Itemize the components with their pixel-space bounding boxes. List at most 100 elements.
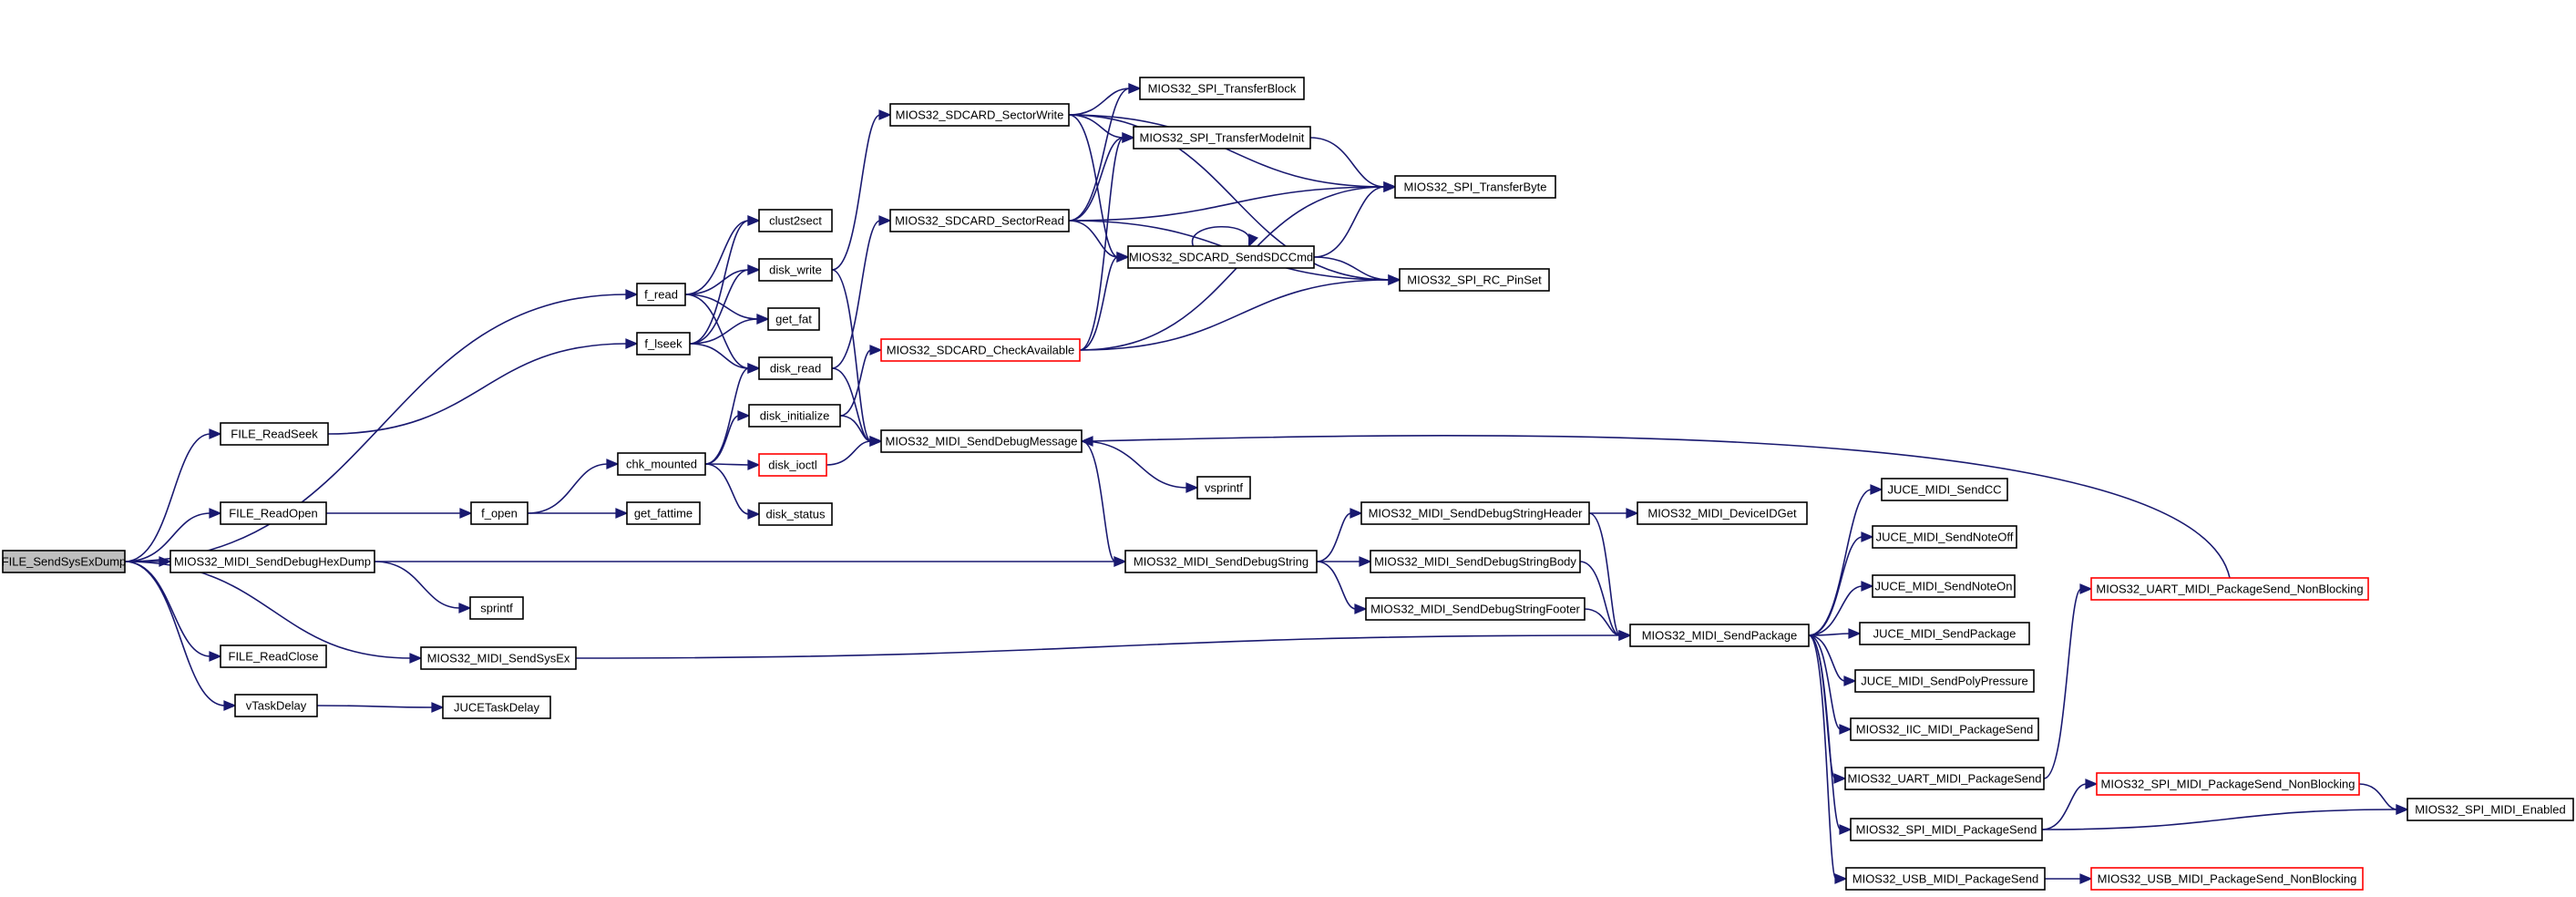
node-send-sysex-dump[interactable]: FILE_SendSysExDump <box>2 550 127 573</box>
edge-send-debug-string-to-debug-string-body <box>1316 556 1372 567</box>
edge-send-sysex-to-send-package <box>575 630 1632 659</box>
node-juce-send-noteon[interactable]: JUCE_MIDI_SendNoteOn <box>1872 574 2016 598</box>
node-clust2sect[interactable]: clust2sect <box>758 209 833 232</box>
node-spi-transfermodeinit-box <box>1133 126 1311 150</box>
node-spi-midi-enabled-box <box>2407 798 2574 821</box>
node-debug-string-body[interactable]: MIOS32_MIDI_SendDebugStringBody <box>1370 550 1581 573</box>
edge-read-open-to-f-open-arrowhead <box>459 508 473 519</box>
node-sdcard-sectorread-box <box>889 209 1070 232</box>
node-vsprintf-label: vsprintf <box>1205 481 1243 495</box>
node-vsprintf[interactable]: vsprintf <box>1196 476 1251 500</box>
node-f-read-box <box>636 283 686 306</box>
node-f-lseek[interactable]: f_lseek <box>636 332 691 356</box>
node-send-package[interactable]: MIOS32_MIDI_SendPackage <box>1629 624 1810 647</box>
edge-f-open-to-get-fattime <box>527 508 629 519</box>
edge-send-debug-message-to-vsprintf <box>1081 440 1199 493</box>
node-debug-string-body-label: MIOS32_MIDI_SendDebugStringBody <box>1374 555 1576 569</box>
node-clust2sect-box <box>758 209 833 232</box>
edge-send-package-to-juce-send-noteon-arrowhead <box>1861 581 1874 592</box>
node-uart-package-send-box <box>1844 767 2045 790</box>
node-read-seek[interactable]: FILE_ReadSeek <box>220 422 329 446</box>
edge-send-package-to-uart-package-send-line <box>1808 634 1836 779</box>
edge-send-package-to-juce-send-noteoff <box>1808 531 1874 636</box>
node-get-fattime[interactable]: get_fattime <box>626 501 701 525</box>
node-f-open[interactable]: f_open <box>470 501 529 525</box>
node-juce-send-package[interactable]: JUCE_MIDI_SendPackage <box>1859 622 2030 645</box>
edge-send-sysex-dump-to-vtask-delay-arrowhead <box>223 700 237 711</box>
node-disk-ioctl[interactable]: disk_ioctl <box>758 453 827 477</box>
node-spi-package-send-nb[interactable]: MIOS32_SPI_MIDI_PackageSend_NonBlocking <box>2096 772 2360 796</box>
edge-disk-initialize-to-sdcard-checkavailable-line <box>839 349 872 417</box>
node-spi-midi-enabled[interactable]: MIOS32_SPI_MIDI_Enabled <box>2407 798 2574 821</box>
node-send-debug-hexdump[interactable]: MIOS32_MIDI_SendDebugHexDump <box>169 550 375 573</box>
edge-send-sysex-dump-to-read-close <box>124 561 222 662</box>
edge-send-sysex-dump-to-read-close-arrowhead <box>209 651 222 662</box>
node-spi-transfermodeinit[interactable]: MIOS32_SPI_TransferModeInit <box>1133 126 1311 150</box>
node-disk-initialize[interactable]: disk_initialize <box>748 404 841 428</box>
node-juce-send-polypressure[interactable]: JUCE_MIDI_SendPolyPressure <box>1854 669 2035 693</box>
node-device-id-get[interactable]: MIOS32_MIDI_DeviceIDGet <box>1637 501 1808 525</box>
node-spi-package-send[interactable]: MIOS32_SPI_MIDI_PackageSend <box>1850 818 2043 841</box>
edge-send-sysex-dump-to-read-open <box>124 508 222 562</box>
node-read-seek-label: FILE_ReadSeek <box>231 428 318 441</box>
edge-send-sysex-dump-to-read-open-arrowhead <box>209 508 222 519</box>
edge-f-read-to-disk-read <box>684 294 761 374</box>
node-uart-package-send[interactable]: MIOS32_UART_MIDI_PackageSend <box>1844 767 2045 790</box>
edge-debug-string-footer-to-send-package-arrowhead <box>1618 630 1632 641</box>
node-iic-package-send[interactable]: MIOS32_IIC_MIDI_PackageSend <box>1850 717 2039 741</box>
node-debug-string-footer[interactable]: MIOS32_MIDI_SendDebugStringFooter <box>1365 597 1586 621</box>
node-uart-package-send-nb[interactable]: MIOS32_UART_MIDI_PackageSend_NonBlocking <box>2090 577 2369 601</box>
edge-send-debug-string-to-debug-string-footer <box>1316 561 1368 614</box>
edge-sdcard-sendsdccmd-to-sdcard-sendsdccmd <box>1191 225 1258 248</box>
node-usb-package-send-nb[interactable]: MIOS32_USB_MIDI_PackageSend_NonBlocking <box>2090 867 2364 891</box>
node-uart-package-send-nb-label: MIOS32_UART_MIDI_PackageSend_NonBlocking <box>2096 583 2363 596</box>
edge-send-package-to-juce-send-polypressure-arrowhead <box>1843 675 1857 686</box>
node-f-open-box <box>470 501 529 525</box>
node-usb-package-send[interactable]: MIOS32_USB_MIDI_PackageSend <box>1845 867 2046 891</box>
node-sdcard-sendsdccmd[interactable]: MIOS32_SDCARD_SendSDCCmd <box>1127 245 1315 269</box>
edge-sdcard-sendsdccmd-to-spi-transferbyte-line <box>1313 186 1386 258</box>
node-read-close[interactable]: FILE_ReadClose <box>220 644 327 668</box>
edge-f-lseek-to-disk-write <box>689 264 761 345</box>
node-read-open[interactable]: FILE_ReadOpen <box>220 501 327 525</box>
edge-chk-mounted-to-disk-read-line <box>704 367 750 465</box>
node-sdcard-sectorread[interactable]: MIOS32_SDCARD_SectorRead <box>889 209 1070 232</box>
node-spi-transferblock[interactable]: MIOS32_SPI_TransferBlock <box>1139 77 1305 100</box>
node-sdcard-checkavailable[interactable]: MIOS32_SDCARD_CheckAvailable <box>880 338 1081 362</box>
node-debug-string-header[interactable]: MIOS32_MIDI_SendDebugStringHeader <box>1360 501 1590 525</box>
node-juce-task-delay[interactable]: JUCETaskDelay <box>442 696 551 719</box>
nodes-layer: FILE_SendSysExDump FILE_ReadSeekFILE_Read… <box>2 77 2574 891</box>
node-juce-send-cc[interactable]: JUCE_MIDI_SendCC <box>1881 478 2008 501</box>
edge-chk-mounted-to-disk-read-arrowhead <box>747 363 761 374</box>
node-f-lseek-box <box>636 332 691 356</box>
node-disk-status[interactable]: disk_status <box>758 502 833 526</box>
node-sdcard-sectorwrite[interactable]: MIOS32_SDCARD_SectorWrite <box>889 103 1070 127</box>
node-spi-rc-pinset[interactable]: MIOS32_SPI_RC_PinSet <box>1399 268 1550 292</box>
node-disk-write[interactable]: disk_write <box>758 258 833 282</box>
edge-spi-transfermodeinit-to-spi-transferbyte-line <box>1309 137 1386 188</box>
node-chk-mounted[interactable]: chk_mounted <box>617 452 706 476</box>
edge-chk-mounted-to-disk-initialize-arrowhead <box>737 410 751 421</box>
node-disk-read[interactable]: disk_read <box>758 356 833 380</box>
node-send-sysex-box <box>420 646 577 670</box>
node-vtask-delay[interactable]: vTaskDelay <box>234 694 318 717</box>
node-get-fat-label: get_fat <box>775 313 812 326</box>
node-f-read[interactable]: f_read <box>636 283 686 306</box>
edge-spi-transfermodeinit-to-spi-transferbyte <box>1309 137 1397 192</box>
node-spi-transferbyte[interactable]: MIOS32_SPI_TransferByte <box>1394 175 1556 199</box>
node-send-sysex[interactable]: MIOS32_MIDI_SendSysEx <box>420 646 577 670</box>
node-get-fat[interactable]: get_fat <box>767 307 820 331</box>
edge-send-sysex-dump-to-read-open-line <box>124 512 211 562</box>
node-send-debug-string[interactable]: MIOS32_MIDI_SendDebugString <box>1124 550 1318 573</box>
node-juce-send-noteoff[interactable]: JUCE_MIDI_SendNoteOff <box>1872 525 2017 549</box>
node-sdcard-checkavailable-label: MIOS32_SDCARD_CheckAvailable <box>887 344 1074 357</box>
node-sprintf[interactable]: sprintf <box>469 596 524 620</box>
edge-send-debug-hexdump-to-sprintf-line <box>374 561 461 609</box>
edge-uart-package-send-nb-to-send-debug-message-line <box>1091 435 2231 579</box>
edge-sdcard-checkavailable-to-spi-transfermodeinit-arrowhead <box>1122 132 1135 143</box>
node-read-close-label: FILE_ReadClose <box>229 650 319 664</box>
edge-sdcard-sectorread-to-spi-transferbyte-line <box>1068 186 1386 222</box>
edge-send-package-to-spi-package-send <box>1808 634 1852 835</box>
node-send-debug-message[interactable]: MIOS32_MIDI_SendDebugMessage <box>880 429 1083 453</box>
edge-debug-string-body-to-send-package-line <box>1579 561 1621 636</box>
